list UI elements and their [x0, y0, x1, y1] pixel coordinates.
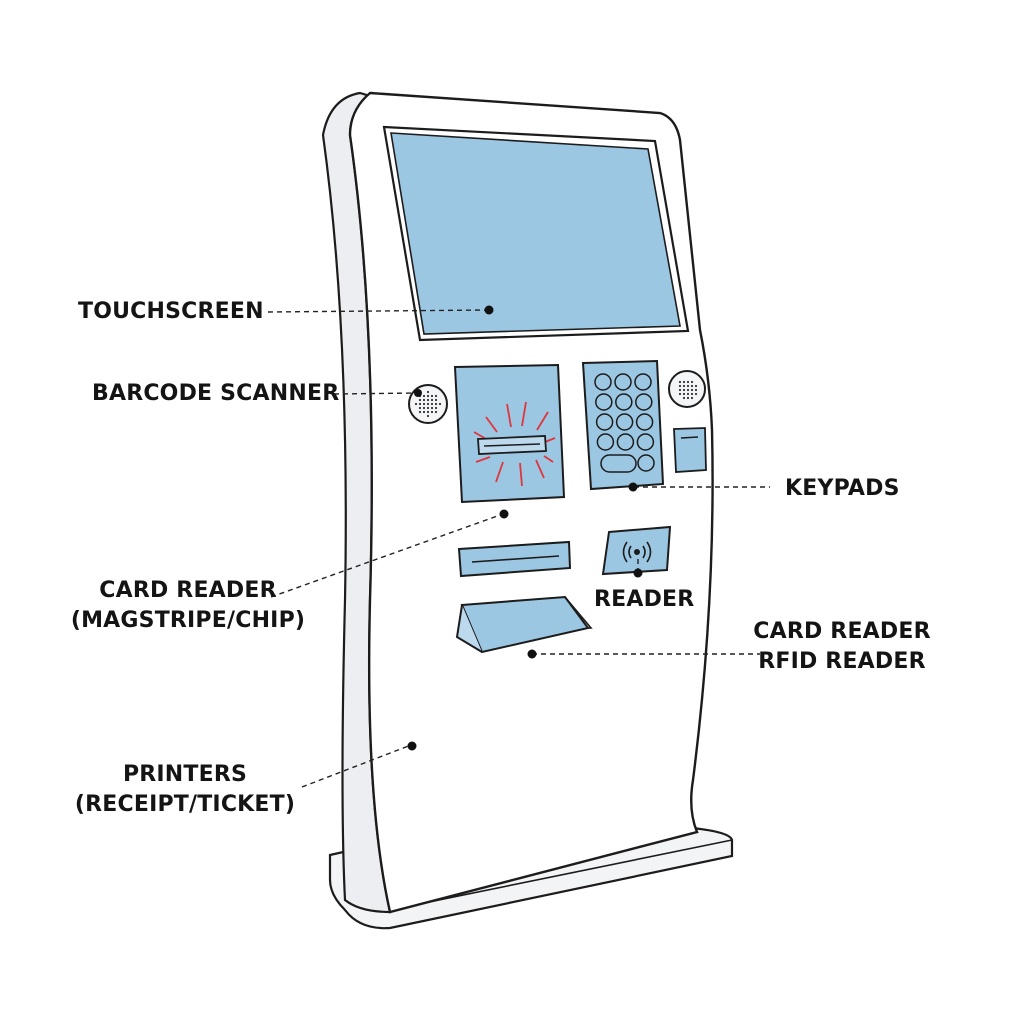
- speaker-hole: [434, 402, 438, 406]
- touchscreen[interactable]: [382, 125, 690, 342]
- keypad-key[interactable]: [636, 433, 655, 451]
- keypad-key[interactable]: [615, 413, 634, 431]
- keypad-key[interactable]: [614, 373, 632, 391]
- keypad-key[interactable]: [616, 433, 635, 451]
- keypad-panel[interactable]: [581, 359, 665, 491]
- speaker-hole: [690, 388, 694, 392]
- speaker-hole: [426, 394, 430, 398]
- speaker-hole: [438, 402, 442, 406]
- label-card-reader-rfid-line1: CARD READER: [753, 619, 931, 644]
- speaker-hole: [682, 396, 686, 400]
- keypad-key[interactable]: [635, 393, 653, 411]
- speaker-hole: [690, 380, 694, 384]
- speaker-hole: [422, 394, 426, 398]
- speaker-hole: [422, 398, 426, 402]
- label-card-reader-rfid: CARD READER RFID READER: [752, 617, 932, 677]
- speaker-hole: [434, 406, 438, 410]
- speaker-hole: [430, 402, 434, 406]
- speaker-hole: [430, 398, 434, 402]
- keypad-key[interactable]: [595, 393, 613, 411]
- speaker-hole: [686, 388, 690, 392]
- speaker-hole: [434, 410, 438, 414]
- keypad-key[interactable]: [596, 433, 615, 451]
- barcode-scanner-panel[interactable]: [453, 363, 566, 504]
- leader-dots: [407, 305, 643, 751]
- speaker-hole: [426, 390, 430, 394]
- leader-lines: [267, 309, 770, 788]
- keypad-key[interactable]: [595, 413, 614, 431]
- speaker-hole: [678, 388, 682, 392]
- speaker-hole: [682, 388, 686, 392]
- keypad-key[interactable]: [615, 393, 633, 411]
- speaker-hole: [422, 406, 426, 410]
- label-card-reader-magstripe-line1: CARD READER: [99, 578, 277, 603]
- label-printers-line2: (RECEIPT/TICKET): [74, 792, 296, 817]
- speaker-hole: [686, 380, 690, 384]
- speaker-hole: [430, 406, 434, 410]
- keypad-key[interactable]: [637, 454, 655, 472]
- speaker-hole: [434, 394, 438, 398]
- label-card-reader-magstripe-line2: (MAGSTRIPE/CHIP): [70, 608, 306, 633]
- keypad-enter-key[interactable]: [600, 454, 637, 473]
- keypad-key[interactable]: [594, 373, 612, 391]
- speaker-hole: [682, 380, 686, 384]
- speaker-hole: [690, 396, 694, 400]
- speaker-hole: [426, 410, 430, 414]
- speaker-hole: [422, 410, 426, 414]
- speaker-hole: [694, 388, 698, 392]
- speaker-hole: [430, 410, 434, 414]
- speaker-hole: [686, 384, 690, 388]
- speaker-hole: [686, 392, 690, 396]
- label-keypads: KEYPADS: [785, 476, 900, 501]
- speaker-hole: [694, 384, 698, 388]
- magstripe-card-slot[interactable]: [457, 540, 572, 578]
- label-printers-line1: PRINTERS: [122, 762, 248, 787]
- speaker-hole: [678, 384, 682, 388]
- speaker-hole: [418, 402, 422, 406]
- speaker-grille-icon: [668, 370, 706, 408]
- speaker-hole: [678, 392, 682, 396]
- laser-beam-icon: [473, 401, 556, 487]
- printer-tray[interactable]: [455, 595, 593, 654]
- speaker-hole: [682, 384, 686, 388]
- label-touchscreen: TOUCHSCREEN: [78, 299, 264, 324]
- speaker-hole: [422, 402, 426, 406]
- keypad-key[interactable]: [634, 373, 652, 391]
- contactless-wave-icon: [622, 541, 652, 563]
- label-printers: PRINTERS (RECEIPT/TICKET): [70, 760, 300, 820]
- speaker-hole: [682, 392, 686, 396]
- speaker-hole: [686, 396, 690, 400]
- label-card-reader-rfid-line2: RFID READER: [758, 649, 926, 674]
- speaker-hole: [430, 394, 434, 398]
- speaker-hole: [426, 406, 430, 410]
- speaker-hole: [690, 384, 694, 388]
- speaker-hole: [426, 402, 430, 406]
- speaker-hole: [418, 398, 422, 402]
- label-reader: READER: [594, 587, 695, 612]
- speaker-hole: [694, 392, 698, 396]
- mini-card-slot[interactable]: [673, 427, 707, 473]
- speaker-hole: [434, 398, 438, 402]
- keypad-key[interactable]: [635, 413, 654, 431]
- label-barcode-scanner: BARCODE SCANNER: [92, 381, 340, 406]
- speaker-hole: [426, 414, 430, 418]
- speaker-hole: [418, 410, 422, 414]
- speaker-hole: [690, 392, 694, 396]
- speaker-hole: [678, 380, 682, 384]
- speaker-grille-icon: [408, 384, 448, 424]
- speaker-hole: [414, 402, 418, 406]
- speaker-hole: [426, 398, 430, 402]
- speaker-hole: [418, 406, 422, 410]
- label-card-reader-magstripe: CARD READER (MAGSTRIPE/CHIP): [68, 576, 308, 636]
- contactless-reader[interactable]: [601, 525, 672, 576]
